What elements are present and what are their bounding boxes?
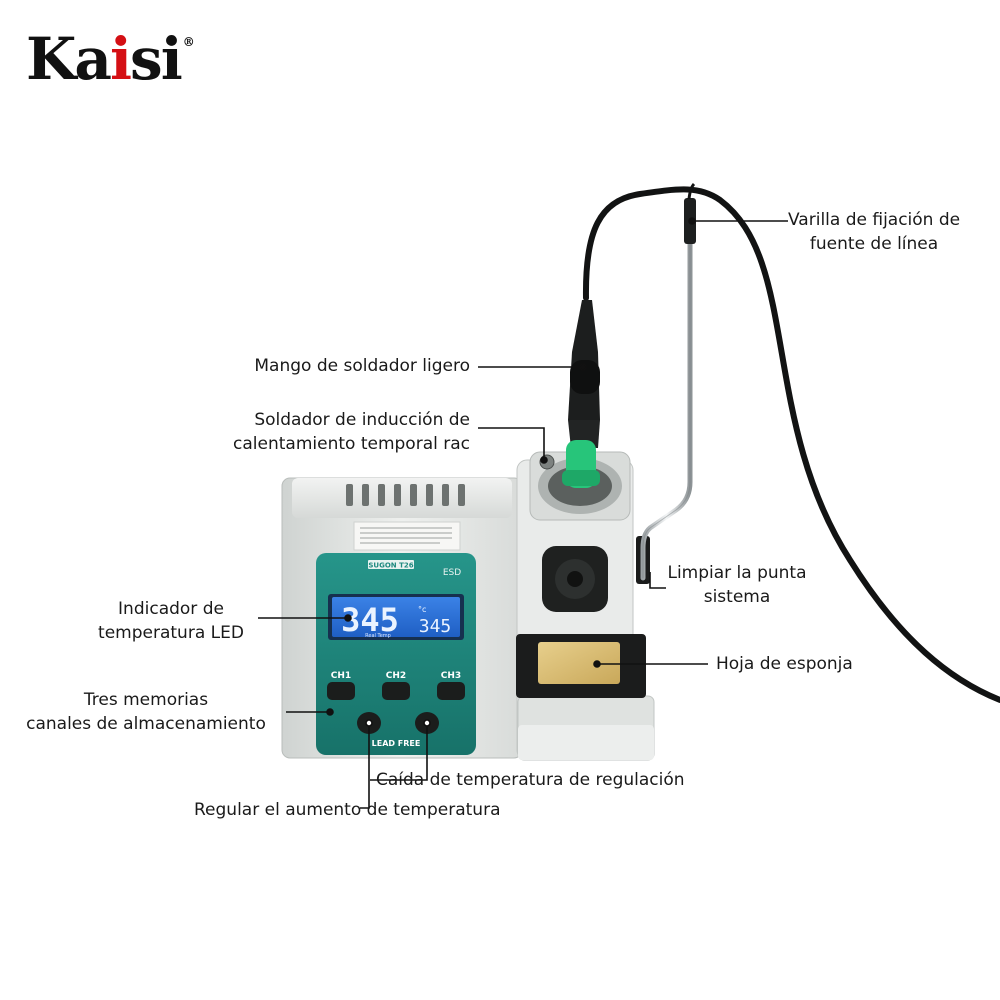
memories-annotation-line2: canales de almacenamiento — [26, 714, 266, 734]
induction-annotation-line1: Soldador de inducción de — [254, 410, 470, 430]
led-annotation-line1: Indicador de — [118, 599, 224, 619]
ch2-button[interactable] — [382, 682, 410, 700]
clean-annotation: Limpiar la punta sistema — [662, 561, 812, 609]
esd-label: ESD — [443, 568, 461, 578]
logo-text-red: i — [110, 25, 132, 93]
ch1-label: CH1 — [331, 671, 351, 681]
ch1-button[interactable] — [327, 682, 355, 700]
led-annotation-line2: temperatura LED — [98, 623, 244, 643]
real-temp-caption: Real Temp — [365, 633, 391, 639]
support-rod — [640, 213, 693, 581]
annotation-leaders — [258, 217, 788, 809]
temp-unit: °c — [418, 605, 426, 614]
rod-annotation-line1: Varilla de fijación de — [788, 210, 961, 230]
sponge-annotation: Hoja de esponja — [716, 654, 853, 674]
model-label: SUGON T26 — [368, 562, 413, 570]
set-temp-readout: 345 — [419, 616, 452, 637]
registered-mark: ® — [182, 35, 195, 49]
temp-down-annotation: Caída de temperatura de regulación — [376, 770, 685, 790]
memories-annotation: Tres memorias canales de almacenamiento — [8, 688, 284, 736]
led-annotation: Indicador de temperatura LED — [84, 597, 258, 645]
induction-annotation-line2: calentamiento temporal rac — [233, 434, 470, 454]
clean-annotation-line2: sistema — [703, 587, 771, 607]
front-panel: SUGON T26 ESD 345 °c 345 Real Temp CH1 C… — [316, 553, 476, 755]
lead-free-label: LEAD FREE — [372, 739, 421, 748]
memories-annotation-line1: Tres memorias — [83, 690, 209, 710]
logo-text-b: si — [130, 25, 183, 93]
kaisi-logo: Kaisi® — [26, 30, 195, 88]
ch3-button[interactable] — [437, 682, 465, 700]
clean-annotation-line1: Limpiar la punta — [667, 563, 807, 583]
iron-holder — [516, 451, 655, 761]
rod-annotation-line2: fuente de línea — [809, 234, 939, 254]
induction-annotation: Soldador de inducción de calentamiento t… — [233, 408, 470, 456]
temp-up-annotation: Regular el aumento de temperatura — [194, 800, 501, 820]
ch3-label: CH3 — [441, 671, 461, 681]
soldering-handle — [562, 300, 600, 488]
vent-slots — [346, 484, 465, 506]
logo-text-a: Ka — [26, 25, 112, 93]
power-cable — [582, 186, 1000, 703]
ch2-label: CH2 — [386, 671, 406, 681]
rod-annotation: Varilla de fijación de fuente de línea — [788, 208, 960, 256]
sponge — [538, 642, 620, 684]
handle-annotation: Mango de soldador ligero — [254, 356, 470, 376]
